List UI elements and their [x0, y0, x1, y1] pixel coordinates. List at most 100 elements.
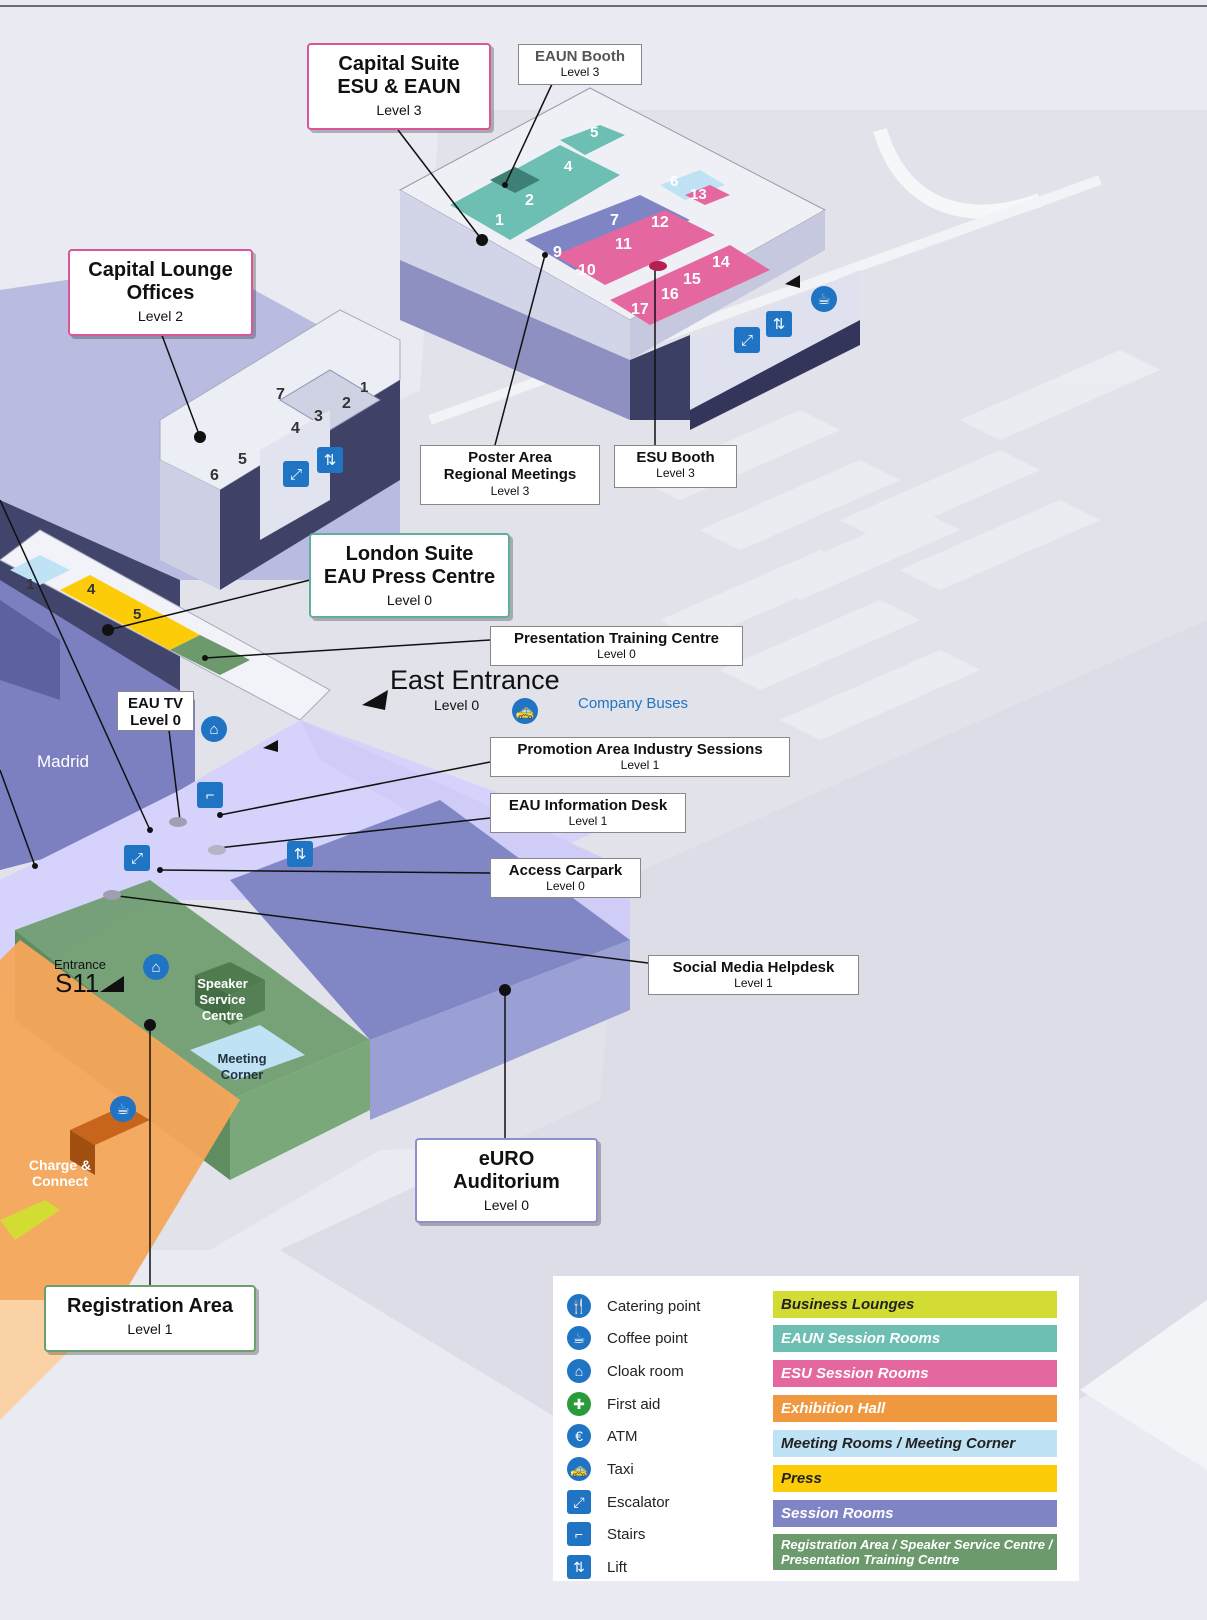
social-media-title: Social Media Helpdesk	[672, 959, 835, 976]
poster-area-subtitle: Regional Meetings	[443, 466, 577, 484]
esu-booth-level: Level 3	[656, 466, 695, 481]
speaker-line2: Service	[199, 992, 246, 1007]
registration-area-title: Registration Area	[67, 1295, 233, 1317]
room-number: 4	[291, 420, 300, 437]
lift-icon: ⇅	[317, 447, 343, 473]
speaker-line3: Centre	[201, 1008, 244, 1023]
escalator-icon: ⤢	[124, 845, 150, 871]
cloak-room-icon: ⌂	[143, 954, 169, 980]
charge-line1: Charge &	[28, 1157, 92, 1173]
legend-label: Catering point	[607, 1297, 701, 1315]
escalator-icon: ⤢	[734, 327, 760, 353]
room-number: 12	[651, 214, 669, 231]
escalator-icon: ⤢	[567, 1490, 591, 1514]
legend-label: Coffee point	[607, 1329, 688, 1347]
capital-lounge-label: Capital Lounge Offices Level 2	[68, 249, 253, 336]
legend-row-atm: € ATM	[567, 1422, 638, 1450]
room-number: 13	[690, 186, 707, 203]
capital-lounge-subtitle: Offices	[126, 282, 195, 304]
room-number: 7	[610, 212, 619, 229]
east-entrance-level: Level 0	[434, 697, 480, 713]
access-carpark-level: Level 0	[546, 879, 585, 894]
social-media-level: Level 1	[734, 976, 773, 991]
taxi-icon: 🚕	[512, 698, 538, 724]
esu-booth-label: ESU Booth Level 3	[614, 445, 737, 488]
registration-area-level: Level 1	[127, 1321, 173, 1337]
promotion-area-title: Promotion Area Industry Sessions	[517, 741, 763, 758]
capital-suite-level: Level 3	[376, 102, 422, 118]
legend-label: ATM	[607, 1427, 638, 1445]
atm-icon: €	[567, 1424, 591, 1448]
room-number: 17	[631, 301, 649, 318]
access-carpark-title: Access Carpark	[508, 862, 623, 879]
info-desk-label: EAU Information Desk Level 1	[490, 793, 686, 833]
room-number: 11	[615, 236, 632, 253]
legend-row-taxi: 🚕Taxi	[567, 1455, 634, 1483]
room-number: 4	[564, 158, 573, 175]
legend-row-stairs: ⌐Stairs	[567, 1520, 645, 1548]
info-desk-title: EAU Information Desk	[508, 797, 668, 814]
registration-area-label: Registration Area Level 1	[44, 1285, 256, 1352]
room-number: 1	[495, 212, 504, 229]
room-number: 3	[314, 408, 323, 425]
capital-suite-title: Capital Suite	[338, 53, 460, 75]
room-number: 7	[276, 386, 285, 403]
room-number: 15	[683, 271, 701, 288]
taxi-icon: 🚕	[567, 1457, 591, 1481]
legend-row-cloak: ⌂ Cloak room	[567, 1357, 684, 1385]
social-media-label: Social Media Helpdesk Level 1	[648, 955, 859, 995]
legend-label: Escalator	[607, 1493, 670, 1511]
room-number: 6	[210, 467, 219, 484]
room-number: 2	[525, 192, 534, 209]
euro-auditorium-label: eURO Auditorium Level 0	[415, 1138, 598, 1223]
capital-suite-label: Capital Suite ESU & EAUN Level 3	[307, 43, 491, 130]
esu-booth-title: ESU Booth	[636, 449, 715, 466]
coffee-icon: ☕	[811, 286, 837, 312]
legend-swatch-business-lounges: Business Lounges	[773, 1291, 1057, 1318]
room-number: 10	[578, 262, 596, 279]
capital-lounge-level: Level 2	[137, 308, 184, 324]
legend-row-lift: ⇅Lift	[567, 1553, 627, 1581]
capital-lounge-title: Capital Lounge	[88, 259, 233, 281]
charge-connect-label: Charge & Connect	[10, 1157, 110, 1189]
entrance-label: Entrance	[54, 957, 107, 972]
catering-icon: 🍴	[567, 1294, 591, 1318]
presentation-training-level: Level 0	[597, 647, 636, 662]
cloak-room-icon: ⌂	[567, 1359, 591, 1383]
eau-tv-label: EAU TV Level 0	[117, 691, 194, 731]
capital-suite-subtitle: ESU & EAUN	[337, 76, 461, 98]
legend-row-first-aid: ✚First aid	[567, 1390, 660, 1418]
poster-area-title: Poster Area	[468, 449, 552, 466]
legend-swatch-registration: Registration Area / Speaker Service Cent…	[773, 1534, 1057, 1570]
euro-auditorium-title: eURO	[478, 1148, 535, 1170]
room-number: 16	[661, 286, 679, 303]
room-number: 1	[360, 379, 369, 396]
meeting-line2: Corner	[220, 1067, 264, 1082]
room-number: 5	[238, 451, 247, 468]
room-number: 4	[87, 581, 96, 598]
legend-swatch-exhibition: Exhibition Hall	[773, 1395, 1057, 1422]
eaun-booth-label: EAUN Booth Level 3	[518, 44, 642, 85]
speaker-service-label: Speaker Service Centre	[180, 976, 265, 1024]
meeting-corner-label: Meeting Corner	[202, 1051, 282, 1083]
room-number: 14	[712, 254, 730, 271]
promotion-area-level: Level 1	[620, 758, 660, 773]
london-suite-label: London Suite EAU Press Centre Level 0	[309, 533, 510, 618]
legend-swatch-session-rooms: Session Rooms	[773, 1500, 1057, 1527]
legend-label: Cloak room	[607, 1362, 684, 1380]
company-buses-label: Company Buses	[578, 695, 689, 712]
map-legend: 🍴Catering point ☕Coffee point ⌂Cloak roo…	[553, 1276, 1079, 1581]
room-number: 1	[26, 576, 35, 593]
legend-swatch-eaun-session: EAUN Session Rooms	[773, 1325, 1057, 1352]
speaker-line1: Speaker	[197, 976, 248, 991]
promotion-area-label: Promotion Area Industry Sessions Level 1	[490, 737, 790, 777]
eaun-booth-title: EAUN Booth	[535, 48, 625, 65]
east-entrance-title: East Entrance	[390, 665, 560, 695]
room-number: 9	[553, 244, 562, 261]
legend-label: Stairs	[607, 1525, 646, 1543]
london-suite-level: Level 0	[386, 592, 433, 608]
cloak-room-icon: ⌂	[201, 716, 227, 742]
info-desk-level: Level 1	[568, 814, 608, 829]
lift-icon: ⇅	[287, 841, 313, 867]
